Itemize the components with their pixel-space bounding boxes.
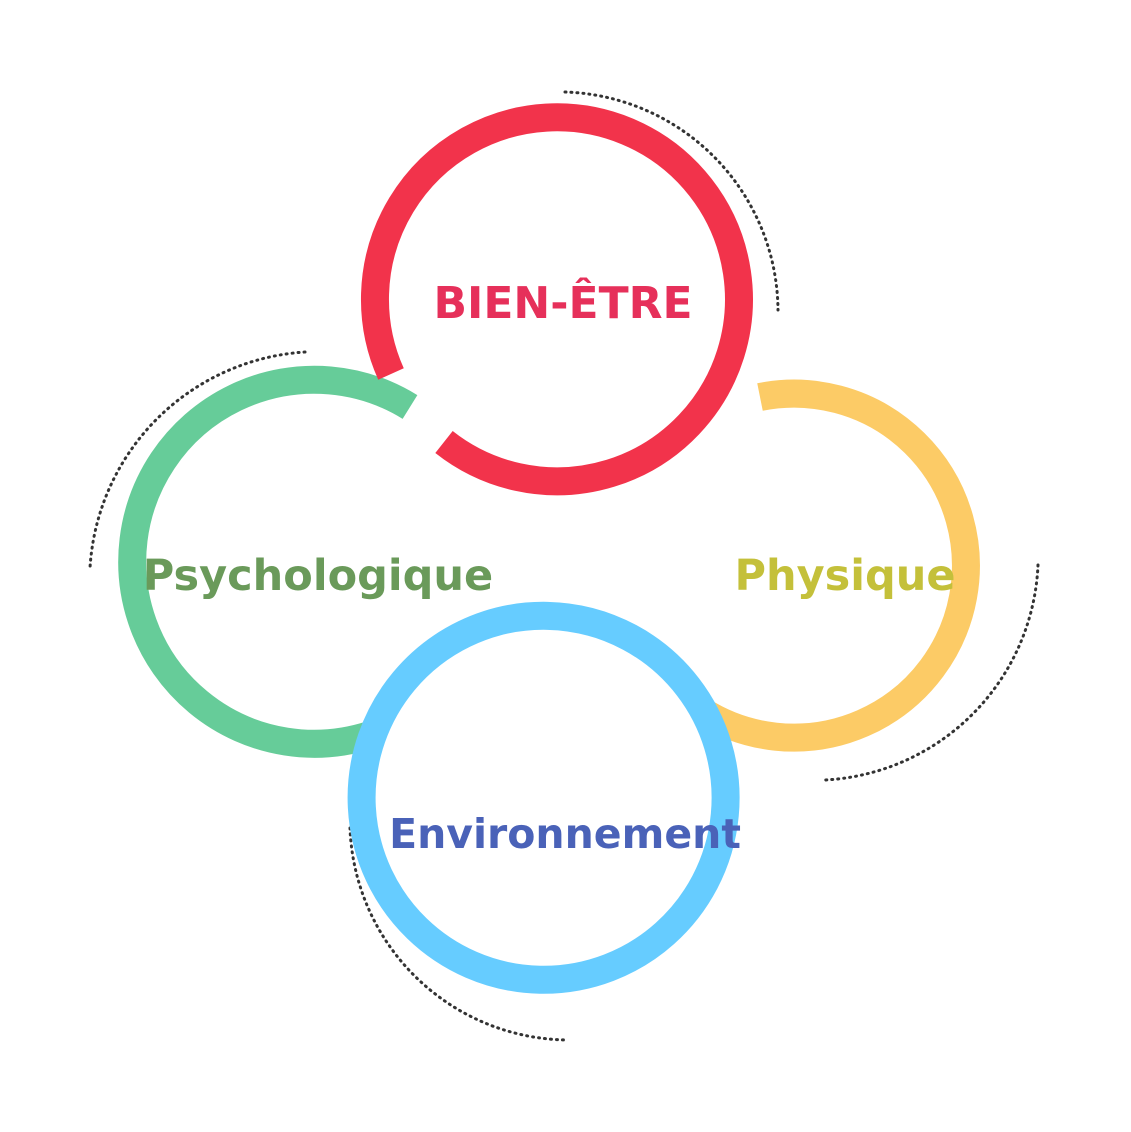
ring-environnement: [347, 601, 740, 994]
label-environnement: Environnement: [389, 810, 741, 858]
dotted-arc-physique: [823, 563, 1040, 782]
dotted-arcs: [88, 90, 1040, 1042]
dotted-arc-environnement: [348, 826, 569, 1042]
dotted-arc-bien-etre: [563, 90, 780, 312]
ring-physique: [694, 379, 980, 752]
ring-bien-etre: [360, 103, 753, 496]
dotted-arc-psychologique: [88, 350, 307, 570]
label-bien-etre: BIEN-ÊTRE: [433, 276, 692, 329]
ring-psychologique: [118, 365, 418, 758]
label-physique: Physique: [734, 551, 955, 601]
label-psychologique: Psychologique: [143, 551, 493, 601]
